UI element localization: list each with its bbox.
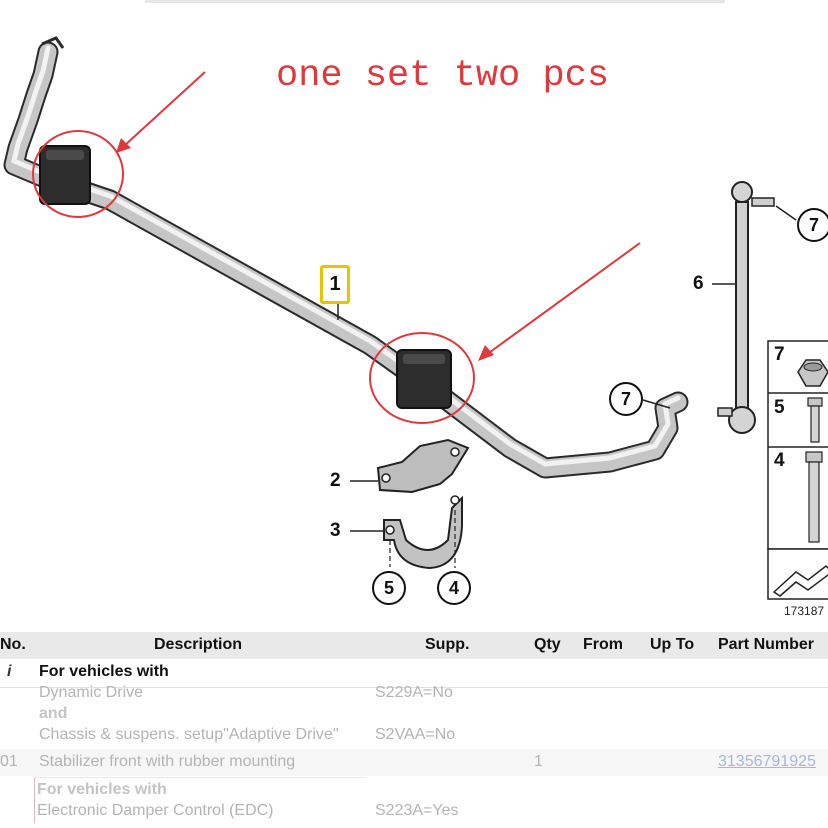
row-divider (0, 687, 828, 688)
callout-6: 6 (693, 273, 704, 294)
callout-7-circle-lower: 7 (609, 382, 643, 416)
top-strip (145, 0, 725, 3)
condition-edc: Electronic Damper Control (EDC) (37, 802, 274, 819)
callout-4-circle: 4 (437, 571, 471, 605)
annotation-left (32, 71, 206, 218)
bracket (350, 438, 470, 494)
side-panel-num-4: 4 (774, 450, 785, 471)
info-icon[interactable]: i (7, 663, 12, 680)
col-part-number: Part Number (718, 636, 815, 653)
stabilizer-bar (3, 36, 689, 479)
leader-7 (642, 399, 671, 409)
part-number-link[interactable]: 31356791925 (718, 753, 816, 770)
side-panel-num-5: 5 (774, 397, 785, 418)
supp-s223a: S223A=Yes (375, 802, 459, 819)
bushing-right (396, 349, 452, 409)
clamp (350, 495, 463, 570)
col-from: From (583, 636, 623, 653)
annotation-right (369, 242, 641, 424)
item-description: Stabilizer front with rubber mounting (39, 753, 296, 770)
annotation-headline: one set two pcs (276, 55, 610, 97)
image-code: 173187 (784, 604, 825, 618)
callout-7-circle-upper: 7 (797, 208, 828, 242)
supp-s229a: S229A=No (375, 684, 453, 701)
condition-adaptive-drive: Chassis & suspens. setup"Adaptive Drive" (39, 726, 339, 743)
callout-5-circle: 5 (372, 571, 406, 605)
diagram-drawing (3, 0, 828, 600)
side-panel (767, 340, 828, 600)
col-qty: Qty (534, 636, 561, 653)
bushing-left (39, 145, 91, 205)
item-row-bg (0, 749, 828, 776)
col-up-to: Up To (650, 636, 695, 653)
section-title: For vehicles with (39, 663, 169, 680)
callout-2: 2 (330, 470, 341, 491)
subgroup-title: For vehicles with (37, 781, 167, 798)
supp-s2vaa: S2VAA=No (375, 726, 456, 743)
parts-diagram: one set two pcs 1 2 3 6 5 4 7 7 7 5 4 17… (3, 0, 828, 618)
item-no: 01 (0, 753, 18, 770)
item-qty: 1 (534, 753, 543, 770)
subgroup-marker (34, 777, 35, 823)
side-panel-num-7: 7 (774, 344, 785, 365)
col-supp: Supp. (425, 636, 470, 653)
subgroup-divider (34, 777, 366, 778)
callout-1-highlighted: 1 (320, 265, 350, 304)
condition-dynamic-drive: Dynamic Drive (39, 684, 144, 701)
stabilizer-link (712, 181, 797, 434)
and-label: and (39, 705, 68, 722)
callout-3: 3 (330, 520, 341, 541)
col-no: No. (0, 636, 26, 653)
parts-table: No. Description Supp. Qty From Up To Par… (0, 632, 828, 828)
table-header: No. Description Supp. Qty From Up To Par… (0, 632, 828, 659)
col-description: Description (154, 636, 243, 653)
